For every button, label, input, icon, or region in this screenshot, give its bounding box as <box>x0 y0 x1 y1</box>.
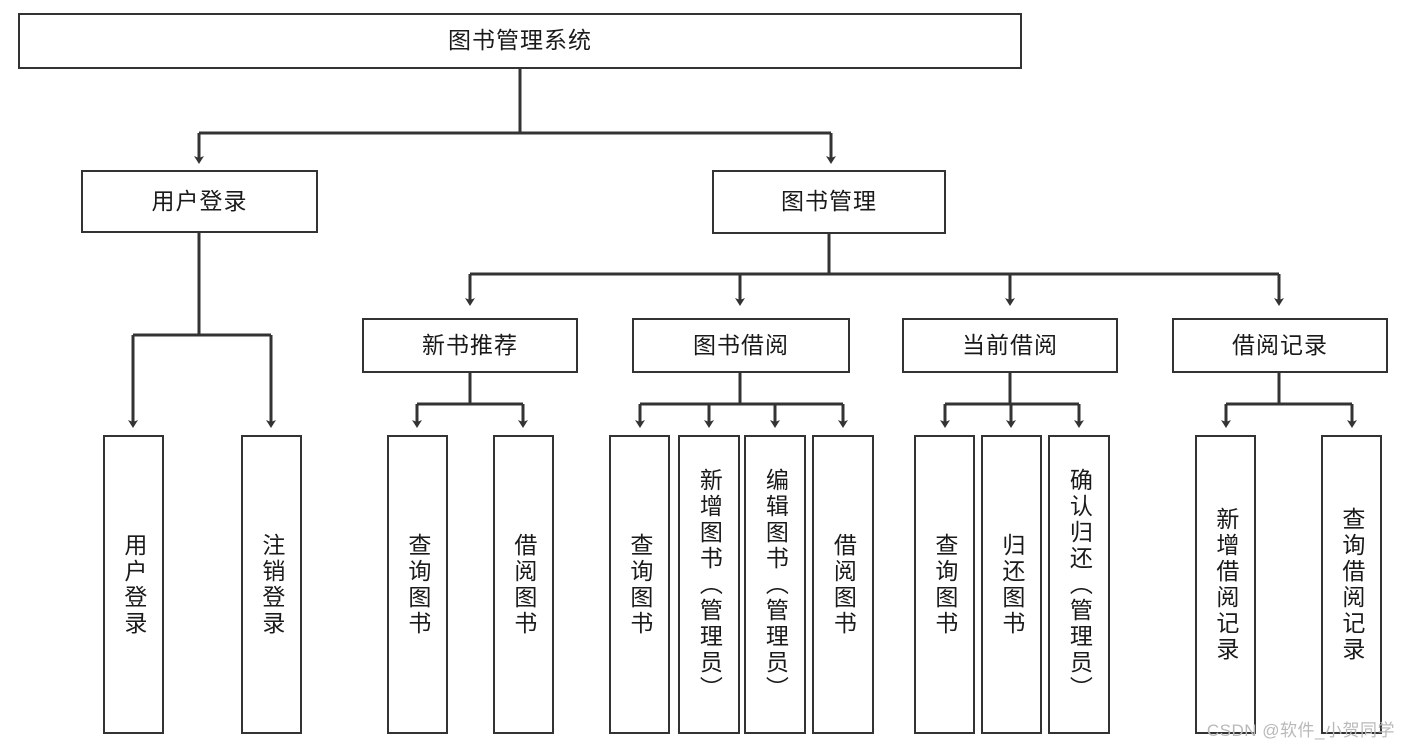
node-book-management[interactable]: 图书管理 <box>712 170 946 234</box>
node-leaf-add-record-label: 新增借阅记录 <box>1212 506 1239 663</box>
node-leaf-user-login-label: 用户登录 <box>120 532 147 637</box>
node-leaf-add-book[interactable]: 新增图书（管理员） <box>678 435 740 734</box>
node-leaf-query-record[interactable]: 查询借阅记录 <box>1321 435 1382 734</box>
node-new-book-recommend[interactable]: 新书推荐 <box>362 318 578 373</box>
node-leaf-query-book-2-label: 查询图书 <box>626 532 653 637</box>
node-leaf-return-book-label: 归还图书 <box>998 532 1025 637</box>
node-leaf-borrow-book-1-label: 借阅图书 <box>510 532 537 637</box>
node-root-label: 图书管理系统 <box>448 27 592 54</box>
node-book-borrow-label: 图书借阅 <box>693 331 789 358</box>
node-leaf-borrow-book-2[interactable]: 借阅图书 <box>812 435 874 734</box>
node-leaf-user-logout[interactable]: 注销登录 <box>241 435 302 734</box>
node-leaf-query-book-1-label: 查询图书 <box>404 532 431 637</box>
node-leaf-query-book-2[interactable]: 查询图书 <box>609 435 670 734</box>
node-user-login[interactable]: 用户登录 <box>81 170 318 233</box>
node-borrow-record-label: 借阅记录 <box>1232 331 1328 358</box>
node-leaf-user-logout-label: 注销登录 <box>258 532 285 637</box>
node-current-borrow[interactable]: 当前借阅 <box>902 318 1118 373</box>
node-borrow-record[interactable]: 借阅记录 <box>1172 318 1388 373</box>
node-leaf-confirm-return[interactable]: 确认归还（管理员） <box>1048 435 1110 734</box>
node-book-borrow[interactable]: 图书借阅 <box>632 318 850 373</box>
node-user-login-label: 用户登录 <box>151 187 248 214</box>
node-leaf-user-login[interactable]: 用户登录 <box>103 435 164 734</box>
node-leaf-add-record[interactable]: 新增借阅记录 <box>1195 435 1256 734</box>
node-leaf-return-book[interactable]: 归还图书 <box>981 435 1042 734</box>
watermark: CSDN @软件_小贺同学 <box>1206 721 1395 740</box>
node-book-management-label: 图书管理 <box>781 188 877 215</box>
node-leaf-borrow-book-1[interactable]: 借阅图书 <box>493 435 554 734</box>
node-leaf-edit-book[interactable]: 编辑图书（管理员） <box>744 435 806 734</box>
node-new-book-recommend-label: 新书推荐 <box>422 331 518 358</box>
node-root[interactable]: 图书管理系统 <box>18 13 1022 69</box>
node-leaf-query-book-3[interactable]: 查询图书 <box>914 435 975 734</box>
node-leaf-borrow-book-2-label: 借阅图书 <box>830 532 857 637</box>
node-leaf-query-book-3-label: 查询图书 <box>931 532 958 637</box>
node-current-borrow-label: 当前借阅 <box>962 331 1058 358</box>
node-leaf-add-book-label: 新增图书（管理员） <box>696 467 723 702</box>
node-leaf-edit-book-label: 编辑图书（管理员） <box>762 467 789 702</box>
node-leaf-query-book-1[interactable]: 查询图书 <box>387 435 448 734</box>
node-leaf-query-record-label: 查询借阅记录 <box>1338 506 1365 663</box>
node-leaf-confirm-return-label: 确认归还（管理员） <box>1066 467 1093 702</box>
